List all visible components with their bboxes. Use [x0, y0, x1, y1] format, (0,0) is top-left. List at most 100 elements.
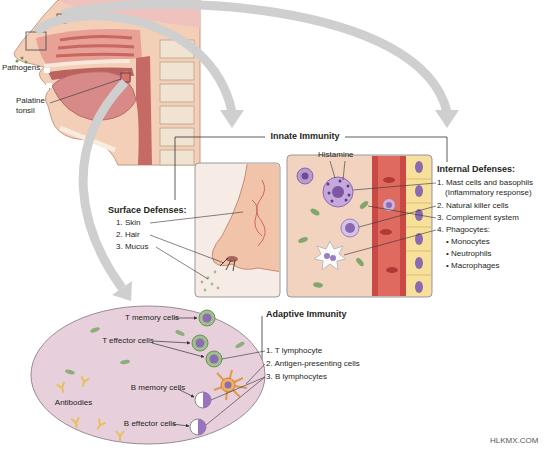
list-item: • Neutrophils — [446, 249, 550, 259]
apc-dendrite — [226, 385, 228, 400]
cell-nucleus — [415, 257, 423, 269]
leader-line — [368, 206, 436, 218]
list-item: 4. Phagocytes: — [437, 225, 550, 235]
part-label: Palatine tonsil — [16, 96, 54, 115]
nasal-cavity — [36, 29, 142, 64]
leader-line — [330, 161, 335, 178]
leader-line — [359, 206, 436, 227]
apc-dendrite — [228, 385, 247, 388]
tongue — [52, 72, 136, 120]
zoom-arrow-head — [220, 110, 244, 128]
watermark: HLKMX.COM — [490, 436, 550, 446]
cell-border — [406, 179, 431, 180]
nostril — [226, 256, 238, 262]
cell-nucleus — [225, 382, 232, 389]
antibody — [71, 417, 81, 428]
cell-nucleus — [203, 314, 212, 323]
b-cell — [195, 392, 211, 408]
basophil — [297, 168, 313, 184]
cell-label: T effector cells — [88, 336, 168, 346]
part-label: Histamine — [318, 150, 378, 160]
cell-nucleus — [330, 255, 336, 261]
capillary — [256, 180, 265, 246]
neutrophil — [314, 241, 346, 270]
granule — [328, 192, 331, 195]
red-blood-cell — [380, 229, 392, 235]
list-heading: Internal Defenses: — [437, 164, 550, 175]
tooth — [44, 68, 50, 73]
antigen-presenting-cell — [221, 378, 235, 392]
list-item: • Macrophages — [446, 261, 550, 271]
granule — [327, 183, 330, 186]
granule — [348, 194, 351, 197]
vessel-inset — [297, 156, 431, 296]
cell-nucleus — [415, 185, 423, 197]
cell-nucleus — [386, 202, 392, 208]
b-cell — [190, 419, 206, 435]
leader-line — [156, 247, 208, 279]
cell-label: T memory cells — [112, 313, 192, 323]
list-item: 2. Hair — [116, 230, 166, 240]
list-item: 1. T lymphocyte — [266, 346, 416, 356]
mucus-drop — [201, 281, 204, 284]
epithelium — [406, 156, 431, 296]
vertebra — [160, 62, 194, 80]
cell-arrow — [152, 341, 190, 343]
concha — [56, 54, 134, 56]
antigen — [90, 326, 101, 333]
apc-dendrite — [217, 373, 228, 385]
cell-arrow — [174, 318, 197, 319]
leader-line — [206, 377, 265, 425]
oval-shape — [31, 306, 265, 444]
t-cell — [199, 310, 215, 326]
cell-arrow — [152, 343, 204, 357]
zoom-arrow — [83, 82, 125, 288]
antigen — [65, 369, 76, 375]
cell-border — [406, 203, 431, 204]
vertebra — [160, 106, 194, 124]
cell-label: Antibodies — [46, 398, 101, 408]
antigen — [235, 341, 246, 349]
capillary — [252, 200, 262, 236]
antibody — [94, 419, 106, 432]
list-item: 1. Skin — [116, 218, 166, 228]
pathogen-dot — [21, 57, 24, 60]
apc-dendrite — [228, 378, 243, 385]
list-item: 3. Complement system — [437, 213, 550, 223]
cell-nucleus — [302, 173, 309, 180]
apc-dendrite — [228, 370, 232, 385]
pathogen-dot — [16, 60, 19, 63]
nose-inset — [201, 164, 279, 291]
nk-cell — [341, 219, 359, 237]
antigen — [175, 329, 186, 337]
zoom-arrow-head — [435, 110, 459, 128]
cell-arrow — [172, 424, 189, 426]
vertebra — [160, 84, 194, 102]
adaptive-oval: T memory cells T effector cellsAntibodies… — [30, 305, 266, 445]
granule — [339, 180, 342, 183]
leader-line — [343, 161, 345, 180]
list-item: 1. Mast cells and basophils (Inflammator… — [437, 178, 550, 197]
red-blood-cell — [383, 177, 395, 183]
granule — [345, 199, 348, 202]
complement-protein — [359, 200, 370, 210]
granule — [347, 185, 350, 188]
cell-nucleus — [415, 161, 423, 173]
zoom-arrow-head — [112, 281, 132, 301]
cell-nucleus — [196, 339, 205, 348]
vessel-lumen — [378, 156, 400, 296]
zoom-arrow — [36, 16, 232, 112]
vessel-wall — [372, 156, 406, 296]
list-item: 3. B lymphocytes — [266, 372, 416, 382]
list-item: 2. Natural killer cells — [437, 201, 550, 211]
cell-border — [406, 251, 431, 252]
mucus-drop — [217, 287, 220, 290]
cell-border — [406, 275, 431, 276]
leader-line — [246, 364, 265, 384]
leader-line — [353, 183, 436, 190]
red-blood-cell — [386, 267, 398, 273]
leader-line — [211, 377, 265, 400]
part-label: Pathogens — [2, 63, 52, 73]
mucus-drop — [211, 283, 214, 286]
